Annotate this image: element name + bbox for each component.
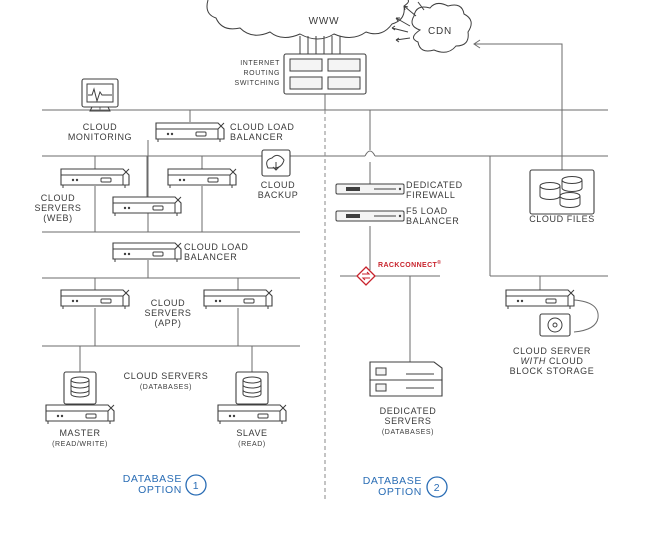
rackconnect-label-text: RACKCONNECT: [378, 262, 438, 269]
master-database-icon: [63, 371, 97, 405]
app-server-1-icon: [60, 289, 130, 310]
cloud-backup-icon: [261, 149, 291, 177]
routing-label-1: INTERNET: [240, 60, 280, 67]
connectors-right: [369, 110, 599, 362]
f5-load-balancer-icon: [335, 210, 405, 222]
app-label-1: CLOUD: [151, 298, 186, 308]
app-label-2: SERVERS: [144, 308, 191, 318]
web-server-3-icon: [112, 196, 182, 217]
web-label-1: CLOUD: [41, 193, 76, 203]
lb-top-label-1: CLOUD LOAD: [230, 122, 295, 132]
dedicated-servers-icon: [369, 361, 443, 397]
rackconnect-mark: ®: [437, 259, 441, 266]
app-label-3: (APP): [154, 318, 181, 328]
lb-mid-label-1: CLOUD LOAD: [184, 242, 249, 252]
option-2-circle: [426, 476, 448, 498]
block-label-2-italic: WITH: [521, 356, 546, 366]
rackconnect-label: RACKCONNECT®: [378, 259, 441, 269]
cloud-files-icon: [529, 169, 595, 215]
db-label-1: CLOUD SERVERS: [124, 371, 209, 381]
option-2-label-1: DATABASE: [363, 475, 422, 487]
cloud-files-label: CLOUD FILES: [529, 214, 595, 224]
cdn-arrows: [391, 1, 425, 43]
backbone-web-bridge: [364, 150, 376, 157]
lb-top-label-2: BALANCER: [230, 132, 283, 142]
block-label-2-rest: CLOUD: [549, 356, 584, 366]
connectors-left: [79, 102, 253, 372]
routing-switch: [283, 36, 367, 110]
rackconnect-icon: [356, 266, 376, 286]
cdn-label: CDN: [428, 26, 452, 37]
option-2-number: 2: [434, 482, 440, 494]
monitoring-label-2: MONITORING: [68, 132, 132, 142]
web-server-1-icon: [60, 168, 130, 189]
slave-database-icon: [235, 371, 269, 405]
lb-mid-label-2: BALANCER: [184, 252, 237, 262]
block-storage-server-icon: [505, 289, 575, 310]
master-label-1: MASTER: [59, 428, 100, 438]
f5-label-2: BALANCER: [406, 216, 459, 226]
cdn-link: [473, 39, 563, 170]
f5-label-1: F5 LOAD: [406, 206, 448, 216]
web-label-2: SERVERS: [34, 203, 81, 213]
master-label-2: (READ/WRITE): [52, 441, 108, 448]
dedicated-label-1: DEDICATED: [380, 406, 437, 416]
monitoring-label-1: CLOUD: [83, 122, 118, 132]
block-label-3: BLOCK STORAGE: [510, 366, 595, 376]
db-label-2: (DATABASES): [140, 384, 192, 391]
web-label-3: (WEB): [43, 213, 73, 223]
option-1-label-2: OPTION: [138, 484, 182, 496]
cloud-load-balancer-top-icon: [155, 122, 225, 143]
dedicated-label-3: (DATABASES): [382, 429, 434, 436]
cloud-load-balancer-mid-icon: [112, 242, 182, 263]
backup-label-2: BACKUP: [258, 190, 299, 200]
option-1-label-1: DATABASE: [123, 473, 182, 485]
app-server-2-icon: [203, 289, 273, 310]
slave-label-1: SLAVE: [236, 428, 267, 438]
cdn-cloud: [411, 2, 472, 53]
routing-label-2: ROUTING: [244, 70, 280, 77]
dedicated-label-2: SERVERS: [384, 416, 431, 426]
dedicated-firewall-icon: [335, 183, 405, 195]
routing-label-3: SWITCHING: [235, 80, 280, 87]
firewall-label-2: FIREWALL: [406, 190, 455, 200]
internet-cloud: [206, 0, 409, 40]
block-storage-disk-icon: [539, 313, 571, 337]
option-1-circle: [185, 474, 207, 496]
block-label-1: CLOUD SERVER: [513, 346, 591, 356]
slave-server-icon: [217, 404, 287, 425]
option-2-label-2: OPTION: [378, 486, 422, 498]
master-server-icon: [45, 404, 115, 425]
web-server-2-icon: [167, 168, 237, 189]
option-1-number: 1: [193, 480, 199, 492]
firewall-label-1: DEDICATED: [406, 180, 463, 190]
cloud-monitoring-icon: [81, 78, 119, 112]
www-label: WWW: [309, 16, 340, 27]
backup-label-1: CLOUD: [261, 180, 296, 190]
slave-label-2: (READ): [238, 441, 266, 448]
